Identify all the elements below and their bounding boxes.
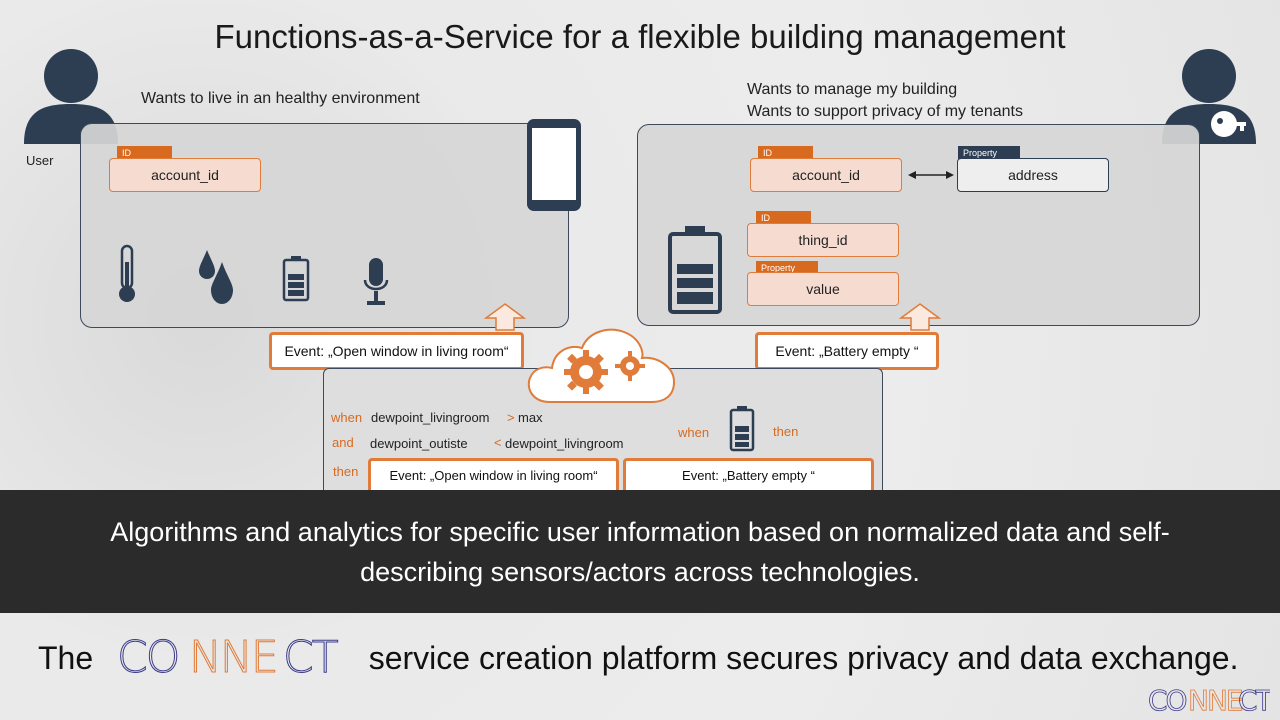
svg-text:NNE: NNE bbox=[189, 634, 277, 680]
caption-text: Algorithms and analytics for specific us… bbox=[0, 512, 1280, 592]
svg-text:CT: CT bbox=[1238, 684, 1270, 714]
id-tab: ID bbox=[117, 146, 172, 159]
manager-note-1: Wants to manage my building bbox=[747, 81, 958, 98]
account-id-field: account_id bbox=[750, 158, 902, 192]
svg-text:CO: CO bbox=[1148, 684, 1187, 714]
property-tab: Property bbox=[756, 261, 818, 274]
account-id-field: account_id bbox=[109, 158, 261, 192]
when-keyword: when bbox=[678, 425, 710, 440]
thing-id-field: thing_id bbox=[747, 223, 899, 257]
up-arrow-icon bbox=[484, 303, 526, 331]
svg-text:CT: CT bbox=[283, 634, 338, 680]
then-event-battery-empty: Event: „Battery empty “ bbox=[623, 458, 874, 494]
up-arrow-icon bbox=[899, 303, 941, 331]
value-field: value bbox=[747, 272, 899, 306]
bottom-suffix: service creation platform secures privac… bbox=[368, 640, 1239, 676]
condition-1-variable: dewpoint_livingroom bbox=[371, 410, 490, 425]
and-keyword: and bbox=[332, 435, 354, 450]
caption-band bbox=[0, 490, 1280, 613]
id-tab: ID bbox=[758, 146, 813, 159]
svg-text:CO: CO bbox=[117, 634, 178, 680]
then-keyword: then bbox=[333, 464, 359, 479]
svg-text:NNE: NNE bbox=[1188, 684, 1242, 714]
event-open-window: Event: „Open window in living room“ bbox=[269, 332, 524, 370]
user-note: Wants to live in an healthy environment bbox=[141, 90, 420, 107]
user-label: User bbox=[26, 153, 54, 168]
water-drops-icon bbox=[199, 250, 233, 304]
when-keyword: when bbox=[331, 410, 363, 425]
caption-line-2: describing sensors/actors across technol… bbox=[360, 557, 920, 587]
user-panel bbox=[80, 123, 569, 328]
condition-1-operator: > bbox=[507, 410, 515, 425]
connected-logo-small: CO NNE CT bbox=[1148, 684, 1270, 714]
connected-logo: CO NNE CT bbox=[116, 631, 340, 683]
key-icon bbox=[1211, 111, 1246, 137]
then-event-open-window: Event: „Open window in living room“ bbox=[368, 458, 619, 494]
microphone-icon bbox=[363, 258, 389, 305]
page-title: Functions-as-a-Service for a flexible bu… bbox=[214, 18, 1066, 55]
smartphone-icon bbox=[527, 119, 581, 211]
id-tab: ID bbox=[756, 211, 811, 224]
condition-2-operator: < bbox=[494, 435, 502, 450]
condition-2-value: dewpoint_livingroom bbox=[505, 436, 624, 451]
manager-note-2: Wants to support privacy of my tenants bbox=[747, 103, 1023, 120]
bottom-prefix: The bbox=[38, 640, 94, 676]
cloud-gears-icon bbox=[527, 328, 676, 403]
large-battery-icon bbox=[668, 226, 722, 314]
event-battery-empty: Event: „Battery empty “ bbox=[755, 332, 939, 370]
bidirectional-arrow-icon bbox=[908, 171, 954, 179]
address-field: address bbox=[957, 158, 1109, 192]
condition-2-variable: dewpoint_outiste bbox=[370, 436, 468, 451]
then-keyword: then bbox=[773, 424, 799, 439]
battery-icon bbox=[729, 406, 755, 452]
property-tab: Property bbox=[958, 146, 1020, 159]
bottom-statement: The CO NNE CT service creation platform … bbox=[38, 631, 1239, 683]
battery-icon bbox=[282, 256, 310, 302]
condition-1-value: max bbox=[518, 410, 543, 425]
thermometer-icon bbox=[119, 244, 135, 302]
caption-line-1: Algorithms and analytics for specific us… bbox=[110, 517, 1170, 547]
manager-panel bbox=[637, 124, 1200, 326]
